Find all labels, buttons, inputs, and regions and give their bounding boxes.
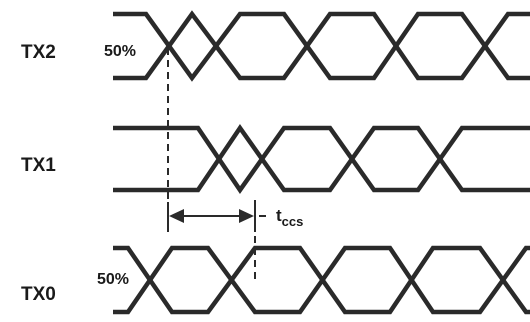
signal-label-tx0: TX0: [21, 284, 56, 305]
tccs-label: tccs: [276, 206, 303, 229]
signal-label-tx2: TX2: [21, 42, 56, 63]
waveform-tx2: [113, 10, 530, 82]
threshold-label-tx2: 50%: [104, 43, 136, 60]
tccs-measurement: [167, 202, 266, 232]
tccs-subscript: ccs: [282, 214, 304, 229]
arrow-left-icon: [169, 209, 184, 223]
threshold-label-tx0: 50%: [97, 271, 129, 288]
tccs-symbol: t: [276, 206, 282, 225]
waveform-tx0: [113, 245, 530, 315]
signal-label-tx1: TX1: [21, 155, 56, 176]
arrow-right-icon: [239, 209, 254, 223]
waveform-tx1: [113, 124, 530, 194]
